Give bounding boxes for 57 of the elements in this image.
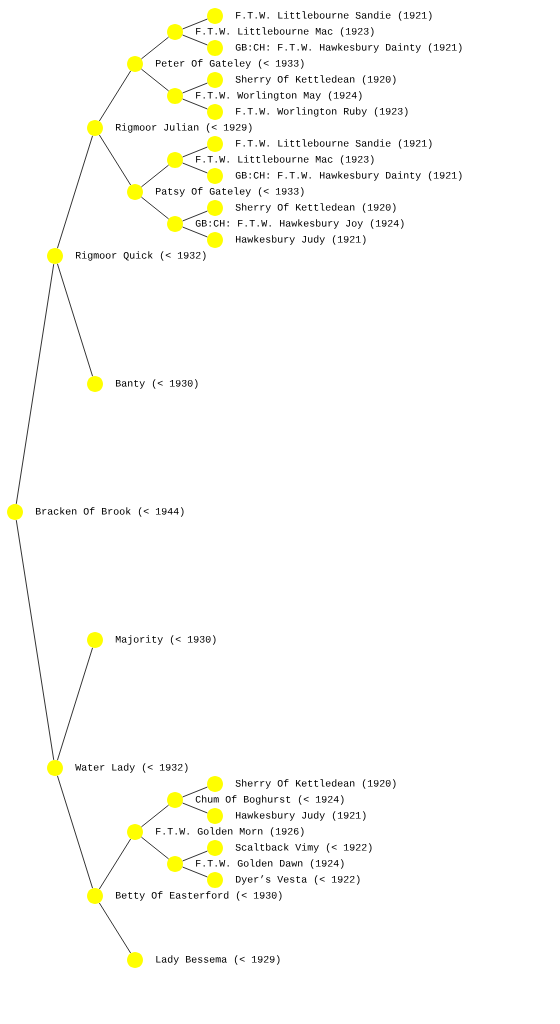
name-label: Dyer’s Vesta (< 1922) (236, 875, 360, 885)
name-label: F.T.W. Worlington Ruby (1923) (236, 107, 408, 117)
branch-line (182, 82, 208, 94)
branch-line (98, 134, 132, 186)
branch-line (57, 647, 93, 761)
name-label: Sherry Of Kettledean (1920) (235, 203, 396, 213)
name-label: GB:CH: F.T.W. Hawkesbury Dainty (1921) (235, 171, 462, 181)
name-label: F.T.W. Golden Dawn (1924) (196, 859, 344, 869)
branch-line (182, 98, 208, 110)
name-label: F.T.W. Littlebourne Sandie (1921) (236, 139, 432, 149)
name-label: Rigmoor Quick (< 1932) (76, 251, 206, 261)
branch-line (141, 836, 169, 860)
name-label: F.T.W. Littlebourne Sandie (1921) (236, 11, 432, 21)
branch-line (15, 263, 55, 505)
branch-line (57, 263, 93, 377)
branch-line (98, 70, 132, 122)
name-label: F.T.W. Worlington May (1924) (196, 91, 362, 101)
branch-line (57, 775, 93, 889)
name-label: Scaltback Vimy (< 1922) (235, 843, 372, 853)
branch-line (182, 34, 208, 46)
branch-line (141, 36, 169, 60)
branch-line (15, 519, 55, 761)
name-label: GB:CH: F.T.W. Hawkesbury Joy (1924) (195, 219, 404, 229)
branch-line (182, 146, 208, 158)
name-label: Peter Of Gateley (< 1933) (156, 59, 304, 69)
branch-line (182, 866, 208, 878)
name-label: Betty Of Easterford (< 1930) (116, 891, 282, 901)
branch-line (57, 135, 93, 249)
branch-line (182, 802, 208, 814)
name-label: F.T.W. Golden Morn (1926) (156, 827, 304, 837)
branch-line (98, 838, 132, 890)
name-label: Sherry Of Kettledean (1920) (235, 779, 396, 789)
branch-line (98, 902, 132, 954)
branch-line (141, 164, 169, 188)
name-label: Patsy Of Gateley (< 1933) (156, 187, 304, 197)
branch-line (182, 786, 208, 798)
branch-line (182, 18, 208, 30)
name-label: Lady Bessema (< 1929) (156, 955, 280, 965)
branch-line (182, 210, 208, 222)
branch-line (182, 226, 208, 238)
branch-line (141, 804, 169, 828)
name-label: Sherry Of Kettledean (1920) (235, 75, 396, 85)
branch-line (182, 162, 208, 174)
name-label: GB:CH: F.T.W. Hawkesbury Dainty (1921) (235, 43, 462, 53)
branch-line (182, 850, 208, 862)
name-label: Banty (< 1930) (116, 379, 198, 389)
name-label: Bracken Of Brook (< 1944) (36, 507, 184, 517)
name-label: F.T.W. Littlebourne Mac (1923) (196, 27, 374, 37)
branch-line (141, 196, 169, 220)
branch-line (141, 68, 169, 92)
name-label: F.T.W. Littlebourne Mac (1923) (196, 155, 374, 165)
name-label: Water Lady (< 1932) (75, 763, 188, 773)
name-label: Majority (< 1930) (115, 635, 216, 645)
name-label: Chum Of Boghurst (< 1924) (195, 795, 344, 805)
name-label: Hawkesbury Judy (1921) (236, 811, 366, 821)
name-label: Hawkesbury Judy (1921) (236, 235, 366, 245)
name-label: Rigmoor Julian (< 1929) (116, 123, 252, 133)
